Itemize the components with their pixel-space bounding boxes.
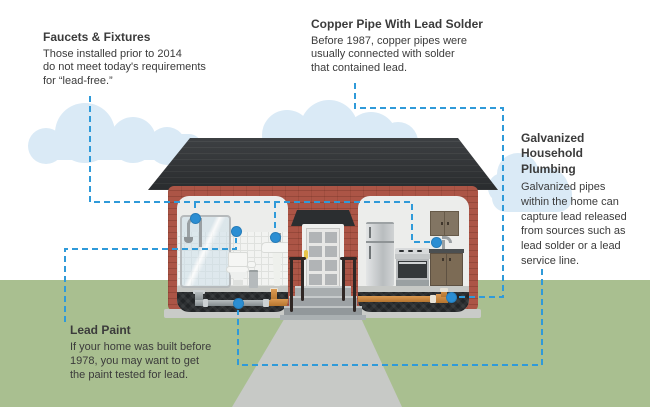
callout-lead-paint: Lead Paint If your home was built before… [70,323,260,383]
oven-handle [399,262,426,264]
callout-body: Before 1987, copper pipes were usually c… [311,34,467,74]
fridge-handle-bottom [369,246,371,259]
callout-title: Lead Paint [70,323,131,337]
callout-title: Galvanized Household Plumbing [521,131,585,176]
callout-title: Copper Pipe With Lead Solder [311,17,483,31]
waste-bin [249,270,258,288]
marker-bathroom-wall-paint [230,225,242,237]
fridge-handle-top [369,227,371,238]
callout-galvanized-plumbing: Galvanized Household Plumbing Galvanized… [521,131,641,268]
callout-title: Faucets & Fixtures [43,30,151,44]
callout-body: If your home was built before 1978, you … [70,340,212,381]
door-panes [309,232,337,285]
step-3 [284,306,362,315]
callout-body: Those installed prior to 2014 do not mee… [43,47,206,87]
sink-basin [261,242,288,253]
house-roof [148,138,498,190]
toilet-base [234,280,243,286]
marker-shower-fixture [189,212,201,224]
marker-bathroom-sink-faucet [269,231,281,243]
toilet-paper [247,261,256,268]
callout-body: Galvanized pipes within the home can cap… [521,181,627,267]
callout-copper-pipe: Copper Pipe With Lead Solder Before 1987… [311,17,491,75]
step-2 [289,296,357,306]
toilet-tank [228,252,248,267]
marker-kitchen-faucet [430,236,442,248]
railing-right [340,257,357,260]
step-4 [280,315,366,320]
copper-pipe-left [269,299,288,306]
marker-copper-basement-pipe [445,291,457,303]
marker-galvanized-basement-pipe [232,297,244,309]
railing-left [289,257,306,260]
callout-faucets-fixtures: Faucets & Fixtures Those installed prior… [43,30,253,88]
door-knob [304,250,308,259]
copper-pipe-right [358,296,431,302]
